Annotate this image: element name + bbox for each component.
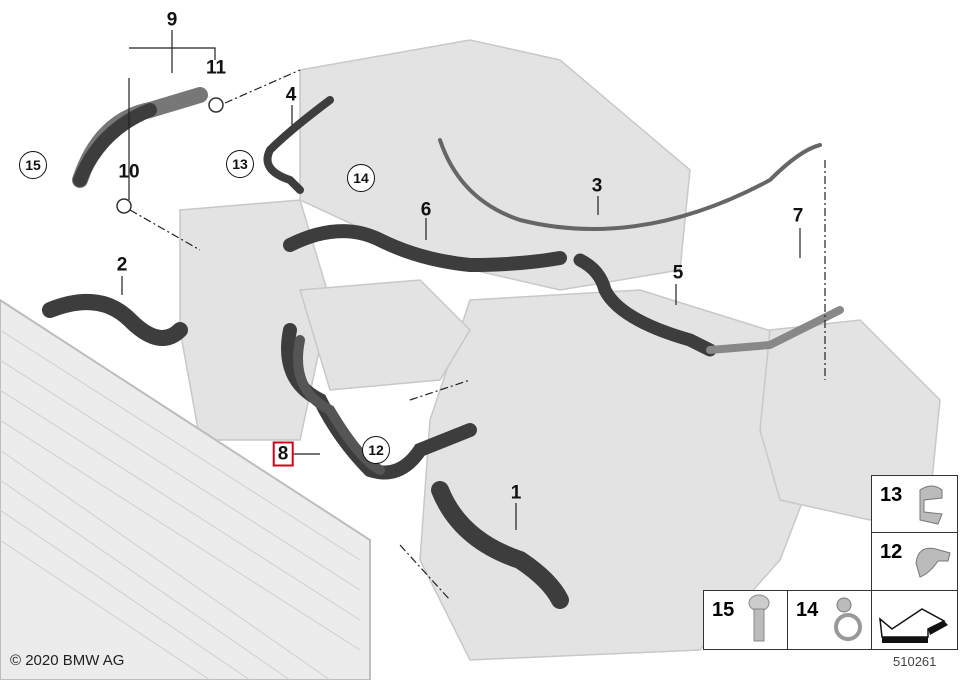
arrow-icon [879, 608, 948, 643]
callout-9: 9 [166, 9, 178, 31]
radiator [0, 298, 371, 680]
legend-item-12: 12 [871, 532, 958, 592]
callout-2: 2 [116, 254, 128, 276]
screw-icon [748, 594, 770, 642]
callout-6: 6 [420, 199, 432, 221]
band-clamp-icon [834, 597, 862, 641]
callout-10: 10 [118, 161, 140, 183]
copyright-text: © 2020 BMW AG [10, 652, 125, 669]
callout-13-circled: 13 [226, 150, 254, 178]
callout-5: 5 [672, 262, 684, 284]
legend-item-15: 15 [703, 590, 790, 650]
hose-clamp-icon [915, 547, 951, 578]
clip-icon [919, 485, 943, 525]
callout-15-circled: 15 [19, 151, 47, 179]
callout-4: 4 [285, 84, 297, 106]
callout-7: 7 [792, 205, 804, 227]
direction-arrow-box [871, 590, 958, 650]
callout-14-circled: 14 [347, 164, 375, 192]
callout-8-highlighted: 8 [272, 441, 294, 467]
legend-item-13: 13 [871, 475, 958, 535]
callout-11: 11 [205, 57, 227, 79]
callout-12-circled: 12 [362, 436, 390, 464]
diagram-number: 510261 [893, 654, 937, 669]
callout-1: 1 [510, 482, 522, 504]
hoses [42, 87, 844, 609]
legend-item-14: 14 [787, 590, 874, 650]
callout-3: 3 [591, 175, 603, 197]
